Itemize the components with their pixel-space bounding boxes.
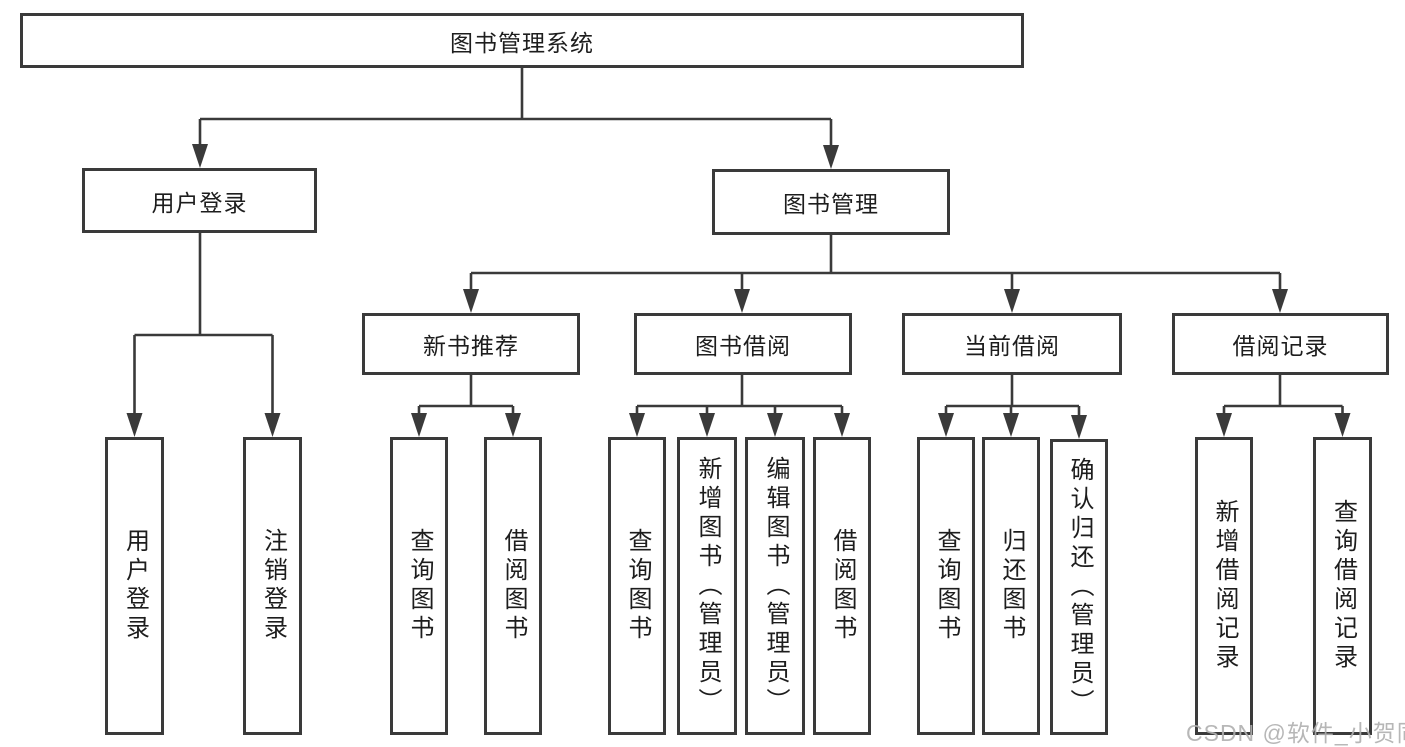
- leaf-query-books-newbook: 查询图书: [390, 437, 448, 735]
- node-borrow-records: 借阅记录: [1172, 313, 1389, 375]
- leaf-user-login: 用户登录: [105, 437, 164, 735]
- node-root-system: 图书管理系统: [20, 13, 1024, 68]
- leaf-query-borrow-record: 查询借阅记录: [1313, 437, 1372, 735]
- node-book-management: 图书管理: [712, 169, 950, 235]
- node-new-book-recommend: 新书推荐: [362, 313, 580, 375]
- leaf-logout: 注销登录: [243, 437, 302, 735]
- leaf-add-books-admin: 新增图书（管理员）: [677, 437, 737, 735]
- node-current-borrowing: 当前借阅: [902, 313, 1122, 375]
- leaf-edit-books-admin: 编辑图书（管理员）: [745, 437, 805, 735]
- node-book-borrowing: 图书借阅: [634, 313, 852, 375]
- tree-edges: [133, 68, 1344, 417]
- arrowheads: [126, 144, 1351, 439]
- node-user-login: 用户登录: [82, 168, 317, 233]
- leaf-confirm-return-admin: 确认归还（管理员）: [1050, 439, 1108, 735]
- leaf-borrow-books-newbook: 借阅图书: [484, 437, 542, 735]
- leaf-return-books: 归还图书: [982, 437, 1040, 735]
- leaf-borrow-books: 借阅图书: [813, 437, 871, 735]
- csdn-watermark: CSDN @软件_小贺同学: [1186, 720, 1405, 746]
- leaf-query-books-borrow: 查询图书: [608, 437, 666, 735]
- leaf-add-borrow-record: 新增借阅记录: [1195, 437, 1253, 735]
- leaf-query-books-current: 查询图书: [917, 437, 975, 735]
